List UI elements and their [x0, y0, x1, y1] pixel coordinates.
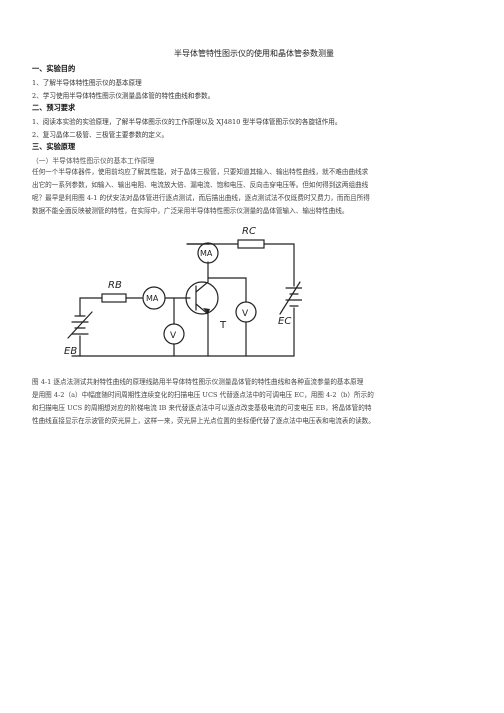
heading-objectives: 一、实验目的: [32, 64, 76, 73]
paragraph-line: 任何一个半导体器件，使用前均应了解其性能，对于晶体三极管，只要知道其输入、输出特…: [32, 168, 369, 176]
ec-label: EC: [278, 316, 291, 327]
wire-vce-top: [207, 277, 247, 303]
principle-paragraph: 任何一个半导体器件，使用前均应了解其性能，对于晶体三极管，只要知道其输入、输出特…: [32, 166, 472, 218]
objective-item-2: 2、学习使用半导体特性图示仪测量晶体管的特性曲线和参数。: [32, 92, 215, 100]
rc-resistor: [237, 239, 265, 249]
subheading-principle: （一）半导体特性图示仪的基本工作原理: [32, 157, 155, 165]
heading-principle: 三、实验原理: [32, 142, 76, 151]
eb-variable-arrow: [67, 311, 93, 339]
eb-label: EB: [64, 346, 77, 357]
preview-item-1: 1、阅读本实验的实验原理，了解半导体图示仪的工作原理以及 XJ4810 型半导体…: [32, 118, 342, 126]
emitter-arrow: [203, 308, 210, 314]
figure-caption: 图 4-1 逐点法测试共射特性曲线的原理线路用半导体特性图示仪测量晶体管的特性曲…: [32, 376, 476, 428]
wire-top-right: [263, 243, 295, 287]
circuit-diagram: RC RB EB EC MA MA V V T: [64, 226, 302, 357]
base-ammeter-label: MA: [146, 294, 159, 303]
vce-voltmeter-label: V: [242, 309, 249, 319]
paragraph-line: 出它的一系列参数，如输入、输出电阻、电流放大倍、漏电流、饱和电压、反向击穿电压等…: [32, 181, 369, 189]
caption-line: 图 4-1 逐点法测试共射特性曲线的原理线路用半导体特性图示仪测量晶体管的特性曲…: [32, 378, 364, 386]
paragraph-line: 呢？最早是利用图 4-1 的伏安法对晶体管进行逐点测试，而后描出曲线，逐点测试法…: [32, 194, 370, 202]
rc-label: RC: [242, 226, 256, 237]
wire-left-up: [79, 297, 103, 317]
wire-collector-top: [186, 242, 209, 245]
transistor-label: T: [219, 320, 227, 331]
objective-item-1: 1、了解半导体特性图示仪的基本原理: [32, 79, 142, 87]
caption-line: 和扫描电压 UCS 的周期想对应的阶梯电流 IB 来代替逐点法中可以逐点改变基极…: [32, 404, 372, 412]
heading-preview: 二、预习要求: [32, 103, 76, 112]
transistor-collector: [195, 271, 209, 293]
preview-item-2: 2、复习晶体二极管、三极管主要参数的定义。: [32, 131, 169, 139]
caption-line: 是用图 4-2（a）中幅度随时间周期性连续变化的扫描电压 UCS 代替逐点法中的…: [32, 391, 374, 399]
collector-ammeter-label: MA: [200, 249, 213, 258]
rb-resistor: [101, 293, 127, 303]
transistor-body: [185, 281, 219, 315]
ec-variable-arrow: [279, 281, 301, 315]
vbe-voltmeter-label: V: [170, 331, 177, 341]
caption-line: 性曲线直接显示在示波管的荧光屏上，这样一来，荧光屏上光点位置的坐标便代替了逐点法…: [32, 417, 375, 425]
paragraph-line: 数据不能全面反映被测管的特性，在实际中，广泛采用半导体特性图示仪测量的晶体管输入…: [32, 207, 349, 215]
ec-battery: [285, 287, 302, 307]
eb-battery: [71, 315, 89, 357]
document-title: 半导体管特性图示仪的使用和晶体管参数测量: [174, 49, 334, 58]
rb-label: RB: [108, 280, 122, 291]
